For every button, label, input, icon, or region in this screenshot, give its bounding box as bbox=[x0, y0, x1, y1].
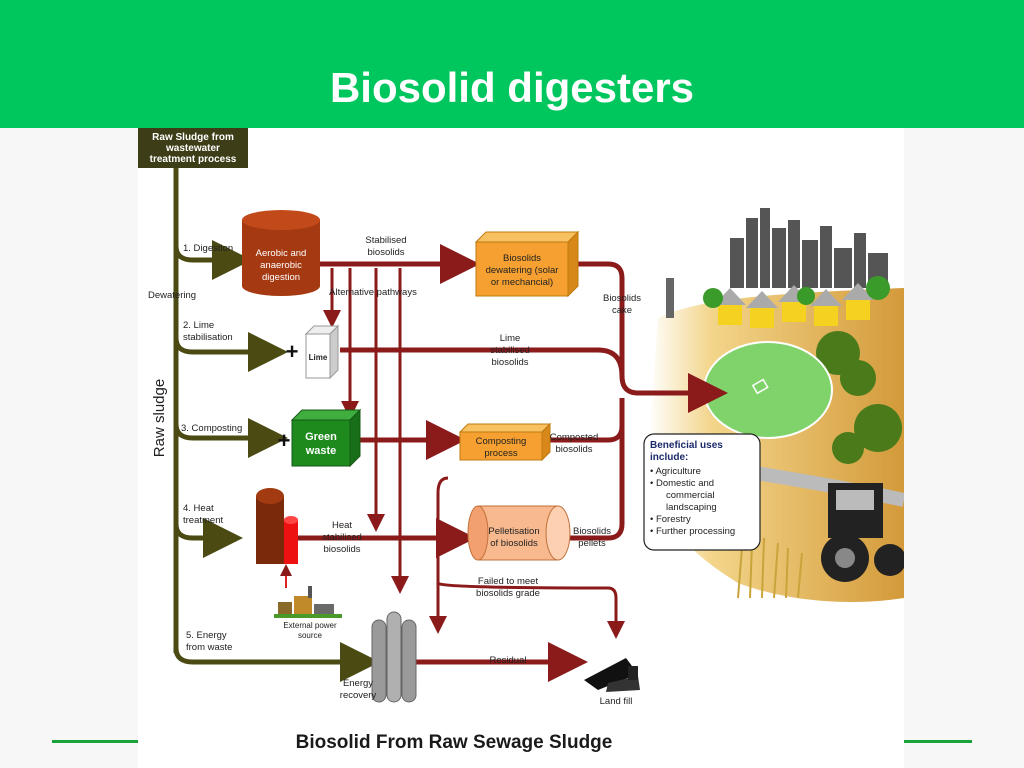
external-power-line-1: External power bbox=[283, 621, 337, 630]
green-waste-box: Green waste bbox=[290, 408, 362, 468]
heat-stabilised-line-1: Heat bbox=[332, 520, 352, 531]
city-skyline bbox=[730, 208, 888, 288]
external-power-line-2: source bbox=[298, 631, 323, 640]
lime-out-line-2: stabilised bbox=[490, 345, 530, 356]
lime-box: Lime bbox=[304, 324, 340, 380]
composting-box: Composting process bbox=[458, 422, 552, 462]
pelletisation-line-2: of biosolids bbox=[490, 538, 538, 549]
beneficial-title-1: Beneficial uses bbox=[650, 440, 723, 451]
lime-out-line-3: biosolids bbox=[492, 357, 529, 368]
raw-sludge-trunk: Raw Sludge from wastewater treatment pro… bbox=[138, 128, 380, 682]
wheat-field bbox=[737, 537, 803, 599]
biosolids-figure: Raw Sludge from wastewater treatment pro… bbox=[138, 128, 904, 768]
failed-line bbox=[436, 578, 625, 639]
energy-recovery-line-1: Energy bbox=[343, 678, 373, 689]
stabilised-line-2: biosolids bbox=[368, 247, 405, 258]
source-line-2: wastewater bbox=[165, 143, 220, 154]
lime-biosolids-line bbox=[340, 347, 625, 377]
houses bbox=[714, 283, 874, 328]
pellets-line-2: pellets bbox=[578, 538, 606, 549]
compost-feedback bbox=[429, 476, 449, 634]
digester-line-2: anaerobic bbox=[260, 260, 302, 271]
green-waste-line-2: waste bbox=[305, 445, 337, 457]
pellets-line bbox=[570, 398, 625, 541]
energy-arrow bbox=[173, 642, 380, 682]
dewatering-box-line-2: dewatering (solar bbox=[486, 265, 559, 276]
accent-rule-right bbox=[904, 740, 972, 743]
source-line-1: Raw Sludge from bbox=[152, 132, 234, 143]
cake-to-land bbox=[578, 261, 728, 413]
composting-line-1: Composting bbox=[476, 436, 527, 447]
dewatering-box: Biosolids dewatering (solar or mechancia… bbox=[474, 230, 580, 298]
title-banner bbox=[0, 0, 1024, 128]
stabilised-line-1: Stabilised bbox=[365, 235, 406, 246]
alternative-pathways-label: Alternative pathways bbox=[329, 287, 417, 298]
biosolids-process-diagram: Raw Sludge from wastewater treatment pro… bbox=[138, 128, 904, 753]
green-waste-line-1: Green bbox=[305, 431, 337, 443]
dewatering-label: Dewatering bbox=[148, 290, 196, 301]
digestion-arrow bbox=[173, 240, 252, 280]
raw-sludge-source-box bbox=[138, 128, 248, 168]
composted-line-1: Composted bbox=[550, 432, 599, 443]
composted-line-2: biosolids bbox=[556, 444, 593, 455]
road bbox=[754, 466, 904, 507]
lime-box-label: Lime bbox=[309, 353, 328, 362]
failed-line-2: biosolids grade bbox=[476, 588, 540, 599]
beneficial-item-2: • Domestic and bbox=[650, 478, 714, 489]
dewatering-box-line-1: Biosolids bbox=[503, 253, 541, 264]
pellets-line-1: Biosolids bbox=[573, 526, 611, 537]
step-energy-2: from waste bbox=[186, 642, 232, 653]
factory-chimney bbox=[666, 278, 674, 318]
energy-recovery-tanks bbox=[371, 611, 417, 703]
composting-line-2: process bbox=[484, 448, 518, 459]
plus-icon-green: + bbox=[278, 428, 291, 453]
step-lime-2: stabilisation bbox=[183, 332, 233, 343]
lime-arrow bbox=[173, 332, 288, 372]
source-line-3: treatment process bbox=[150, 154, 237, 165]
digester-line-1: Aerobic and bbox=[256, 248, 307, 259]
raw-sludge-label: Raw sludge bbox=[151, 379, 168, 457]
plus-icon-lime: + bbox=[286, 339, 299, 364]
step-digestion: 1. Digestion bbox=[183, 243, 233, 254]
power-plant-icon bbox=[274, 586, 342, 618]
figure-caption: Biosolid From Raw Sewage Sludge bbox=[296, 732, 613, 753]
digester-tank: Aerobic and anaerobic digestion bbox=[242, 210, 320, 296]
heat-treatment-tanks bbox=[256, 488, 298, 564]
beneficial-item-5: • Forestry bbox=[650, 514, 691, 525]
cake-line-2: cake bbox=[612, 305, 632, 316]
heat-stabilised-line-2: stabilised bbox=[322, 532, 362, 543]
step-heat-2: treatment bbox=[183, 515, 223, 526]
accent-rule-left bbox=[52, 740, 138, 743]
step-energy-1: 5. Energy bbox=[186, 630, 227, 641]
tractor-icon bbox=[821, 483, 904, 582]
beneficial-item-3: commercial bbox=[666, 490, 715, 501]
heat-stabilised-line-3: biosolids bbox=[324, 544, 361, 555]
pelletisation-drum: Pelletisation of biosolids bbox=[467, 505, 571, 561]
landfill-label: Land fill bbox=[600, 696, 633, 707]
sports-oval bbox=[703, 341, 833, 439]
beneficial-uses-box: Beneficial uses include: • Agriculture •… bbox=[643, 433, 761, 551]
digester-line-3: digestion bbox=[262, 272, 300, 283]
lime-out-line-1: Lime bbox=[500, 333, 521, 344]
red-flows bbox=[280, 244, 728, 682]
beneficial-item-4: landscaping bbox=[666, 502, 717, 513]
pelletisation-line-1: Pelletisation bbox=[488, 526, 539, 537]
beneficial-title-2: include: bbox=[650, 452, 688, 463]
composting-arrow bbox=[173, 418, 288, 458]
step-lime-1: 2. Lime bbox=[183, 320, 214, 331]
cake-line-1: Biosolids bbox=[603, 293, 641, 304]
step-heat-1: 4. Heat bbox=[183, 503, 214, 514]
energy-recovery-line-2: recovery bbox=[340, 690, 377, 701]
beneficial-item-6: • Further processing bbox=[650, 526, 735, 537]
beneficial-item-1: • Agriculture bbox=[650, 466, 701, 477]
failed-line-1: Failed to meet bbox=[478, 576, 539, 587]
heat-arrow bbox=[173, 518, 243, 558]
step-composting: 3. Composting bbox=[181, 423, 242, 434]
dewatering-box-line-3: or mechancial) bbox=[491, 277, 553, 288]
slide-title: Biosolid digesters bbox=[329, 64, 695, 111]
residual-label: Residual bbox=[490, 655, 527, 666]
landfill-icon bbox=[584, 658, 640, 692]
